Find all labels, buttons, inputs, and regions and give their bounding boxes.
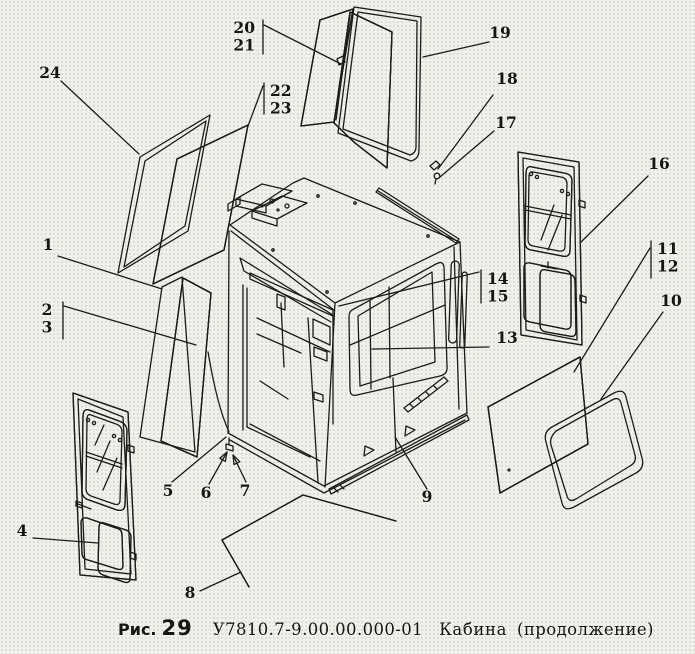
callout-number-20-21-20: 20 xyxy=(233,18,255,37)
glass-panel-22-23 xyxy=(152,124,249,285)
windshield-glass-1 xyxy=(139,276,196,453)
leader-line-2-3 xyxy=(63,305,197,346)
sill-molding-9 xyxy=(328,414,470,495)
right-door xyxy=(517,151,587,346)
callout-18: 18 xyxy=(437,69,518,170)
leader-line-24 xyxy=(60,80,140,155)
callout-number-22-23-23: 23 xyxy=(270,99,292,118)
callout-10: 10 xyxy=(600,291,682,400)
callout-number-20-21-21: 21 xyxy=(233,36,255,55)
leader-line-5 xyxy=(171,436,227,483)
figure-number: 29 xyxy=(161,616,193,640)
side-window-seal-14-15 xyxy=(348,261,448,397)
leader-line-4 xyxy=(32,537,99,544)
callout-number-11-12-11: 11 xyxy=(657,239,679,258)
leader-line-9 xyxy=(394,436,428,490)
callout-9: 9 xyxy=(394,436,433,506)
leader-arrowhead-6 xyxy=(219,451,228,463)
leader-line-20-21 xyxy=(263,24,342,65)
callout-24: 24 xyxy=(39,63,140,155)
callout-number-24: 24 xyxy=(39,63,61,82)
callout-number-22-23-22: 22 xyxy=(270,81,292,100)
figure-caption: Рис. 29 У7810.7-9.00.00.000-01 Кабина (п… xyxy=(118,616,654,640)
callout-number-10: 10 xyxy=(660,291,682,310)
grab-rail xyxy=(447,260,460,344)
pillar-vent xyxy=(312,318,331,346)
leader-arrowhead-7 xyxy=(232,454,241,466)
callout-1: 1 xyxy=(43,235,163,290)
callout-number-2-3-3: 3 xyxy=(42,318,53,337)
leader-line-1 xyxy=(57,255,163,290)
caption-name: Кабина xyxy=(439,620,508,639)
part-code: У7810.7-9.00.00.000-01 xyxy=(212,620,424,639)
leader-line-6 xyxy=(208,451,228,485)
callout-number-11-12-12: 12 xyxy=(657,257,679,276)
vent-louver xyxy=(403,376,449,413)
callout-number-17: 17 xyxy=(495,113,517,132)
callout-number-16: 16 xyxy=(648,154,670,173)
callout-6: 6 xyxy=(201,451,228,502)
callout-number-19: 19 xyxy=(489,23,511,42)
callout-number-13: 13 xyxy=(496,328,518,347)
rear-window-seal-10 xyxy=(544,390,644,510)
callout-13: 13 xyxy=(371,328,518,350)
callout-4: 4 xyxy=(17,521,99,544)
leader-line-13 xyxy=(371,346,490,350)
leader-line-22-23 xyxy=(247,85,264,127)
rear-glass-11-12 xyxy=(487,356,589,494)
leader-line-8 xyxy=(199,571,242,592)
figure-word: Рис. xyxy=(118,620,157,639)
callout-number-8: 8 xyxy=(185,583,196,602)
handrail-tube-8 xyxy=(221,494,397,588)
callout-7: 7 xyxy=(232,454,251,500)
callout-2-3: 23 xyxy=(42,300,197,346)
windshield-glass-left xyxy=(300,8,354,127)
window-frame-24 xyxy=(117,114,211,274)
leader-line-19 xyxy=(422,41,490,58)
leader-line-14-15 xyxy=(338,271,480,307)
leader-line-16 xyxy=(579,175,649,244)
callout-number-14-15-15: 15 xyxy=(487,287,509,306)
leader-line-17 xyxy=(439,130,495,178)
windshield-frame-19 xyxy=(337,6,422,162)
left-door xyxy=(72,392,137,584)
callout-17: 17 xyxy=(439,113,517,178)
leader-line-7 xyxy=(232,454,247,483)
callout-number-9: 9 xyxy=(422,487,433,506)
fasteners-17-18 xyxy=(429,160,441,185)
leader-line-18 xyxy=(437,94,494,170)
callout-number-14-15-14: 14 xyxy=(487,269,509,288)
cab-body xyxy=(207,177,470,495)
callout-16: 16 xyxy=(579,154,670,244)
leader-line-11-12 xyxy=(573,247,651,373)
caption-suffix: (продолжение) xyxy=(517,620,654,639)
callout-number-5: 5 xyxy=(163,481,174,500)
callout-number-4: 4 xyxy=(17,521,28,540)
roof-bracket xyxy=(227,183,308,227)
callout-number-6: 6 xyxy=(201,483,212,502)
callout-number-1: 1 xyxy=(43,235,54,254)
glass-panel-2-3 xyxy=(160,277,212,458)
callout-8: 8 xyxy=(185,571,242,602)
callout-5: 5 xyxy=(163,436,227,500)
callout-19: 19 xyxy=(422,23,511,58)
roof-drip-rail xyxy=(375,187,460,244)
callout-number-7: 7 xyxy=(240,481,251,500)
leader-line-10 xyxy=(600,311,664,400)
callout-number-18: 18 xyxy=(496,69,518,88)
callout-number-2-3-2: 2 xyxy=(42,300,53,319)
